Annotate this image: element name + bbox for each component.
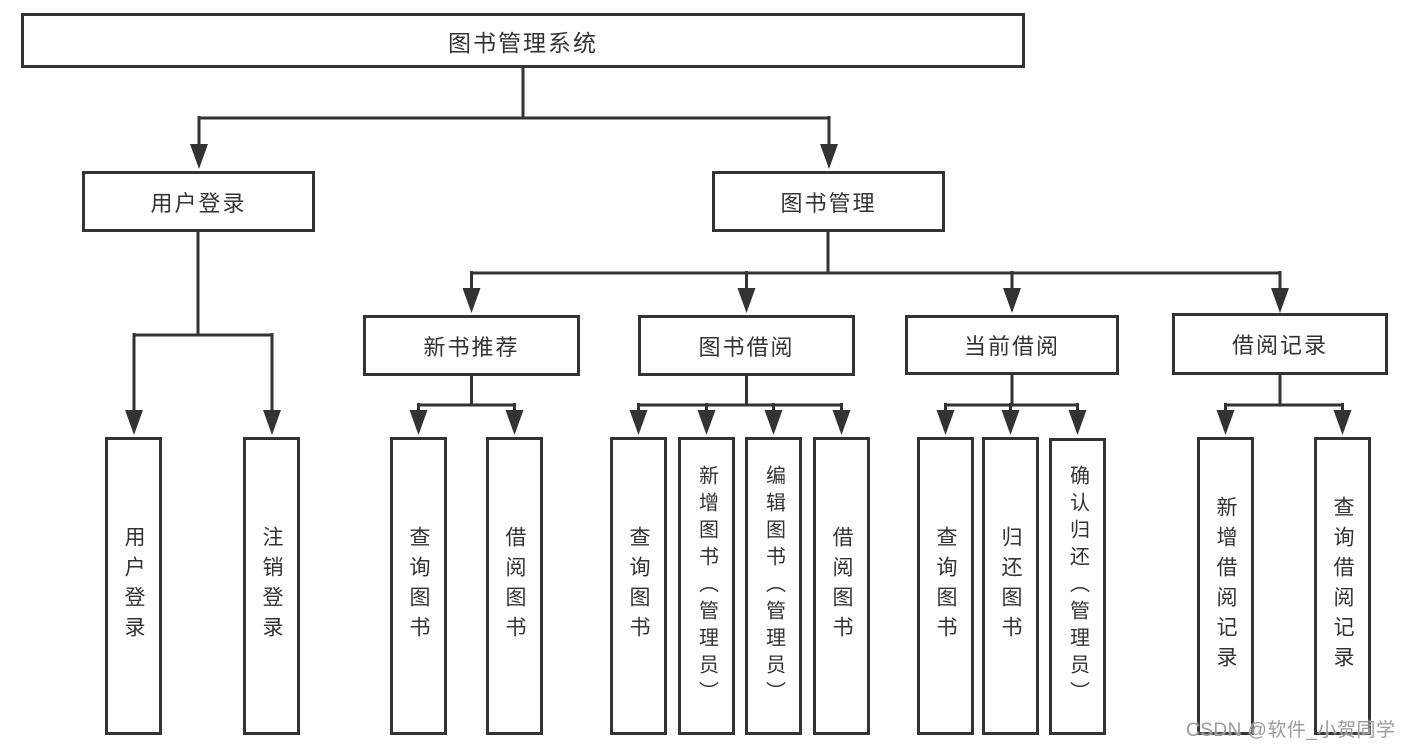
node-user-login-label: 用户登录 bbox=[150, 190, 247, 216]
connector-root-to-level2 bbox=[197, 66, 831, 146]
csdn-watermark: CSDN @软件_小贺同学 bbox=[1186, 720, 1396, 741]
node-borrow-records: 借阅记录 bbox=[1172, 313, 1388, 375]
leaf-user-login: 用户登录 bbox=[105, 437, 162, 735]
leaf-add-borrow-record-label: 新增借阅记录 bbox=[1214, 496, 1237, 676]
leaf-return-books: 归还图书 bbox=[982, 437, 1039, 735]
leaf-query-books-3: 查询图书 bbox=[917, 437, 974, 735]
leaf-query-borrow-record: 查询借阅记录 bbox=[1314, 437, 1371, 735]
leaf-user-login-label: 用户登录 bbox=[122, 526, 145, 646]
connector-bookborrow-group bbox=[637, 374, 843, 412]
node-current-borrow: 当前借阅 bbox=[905, 315, 1119, 375]
connector-newbook-group bbox=[417, 374, 516, 412]
leaf-borrow-books-1-label: 借阅图书 bbox=[503, 526, 526, 646]
leaf-query-borrow-record-label: 查询借阅记录 bbox=[1331, 496, 1354, 676]
arrowhead bbox=[629, 410, 851, 435]
leaf-add-books-admin-label: 新增图书（管理员） bbox=[695, 464, 718, 708]
leaf-query-books-2-label: 查询图书 bbox=[627, 526, 650, 646]
connector-userlogin-group bbox=[132, 230, 274, 412]
node-current-borrow-label: 当前借阅 bbox=[963, 334, 1060, 359]
connector-borrowrecords-group bbox=[1224, 373, 1344, 412]
node-borrow-records-label: 借阅记录 bbox=[1231, 333, 1328, 358]
leaf-borrow-books-2: 借阅图书 bbox=[813, 437, 870, 735]
node-new-book-recommend-label: 新书推荐 bbox=[423, 334, 520, 360]
leaf-query-books-2: 查询图书 bbox=[610, 437, 667, 735]
node-new-book-recommend: 新书推荐 bbox=[363, 315, 580, 376]
leaf-return-books-label: 归还图书 bbox=[999, 526, 1022, 646]
leaf-query-books-1: 查询图书 bbox=[390, 437, 447, 735]
arrowhead bbox=[409, 410, 524, 435]
arrowhead bbox=[936, 410, 1087, 435]
arrowhead bbox=[125, 410, 281, 435]
leaf-add-borrow-record: 新增借阅记录 bbox=[1197, 437, 1254, 735]
leaf-borrow-books-1: 借阅图书 bbox=[486, 437, 543, 735]
leaf-edit-books-admin: 编辑图书（管理员） bbox=[745, 437, 802, 735]
node-book-borrow: 图书借阅 bbox=[638, 315, 855, 376]
arrowhead bbox=[1216, 410, 1352, 435]
leaf-query-books-3-label: 查询图书 bbox=[934, 526, 957, 646]
node-book-borrow-label: 图书借阅 bbox=[698, 334, 795, 360]
node-root: 图书管理系统 bbox=[21, 13, 1025, 68]
node-book-management-label: 图书管理 bbox=[780, 190, 877, 216]
leaf-query-books-1-label: 查询图书 bbox=[407, 526, 430, 646]
leaf-logout-label: 注销登录 bbox=[260, 526, 283, 646]
node-user-login: 用户登录 bbox=[82, 171, 315, 232]
leaf-confirm-return-admin: 确认归还（管理员） bbox=[1049, 438, 1106, 735]
leaf-edit-books-admin-label: 编辑图书（管理员） bbox=[762, 464, 785, 708]
arrowhead bbox=[462, 288, 1289, 313]
node-root-label: 图书管理系统 bbox=[448, 29, 598, 56]
connector-currentborrow-group bbox=[944, 373, 1079, 412]
leaf-logout: 注销登录 bbox=[243, 437, 300, 735]
node-book-management: 图书管理 bbox=[712, 171, 945, 232]
connector-bookmgmt-to-level3 bbox=[470, 230, 1282, 290]
leaf-add-books-admin: 新增图书（管理员） bbox=[678, 437, 735, 735]
leaf-borrow-books-2-label: 借阅图书 bbox=[830, 526, 853, 646]
leaf-confirm-return-admin-label: 确认归还（管理员） bbox=[1066, 465, 1089, 708]
arrowhead bbox=[190, 144, 838, 169]
